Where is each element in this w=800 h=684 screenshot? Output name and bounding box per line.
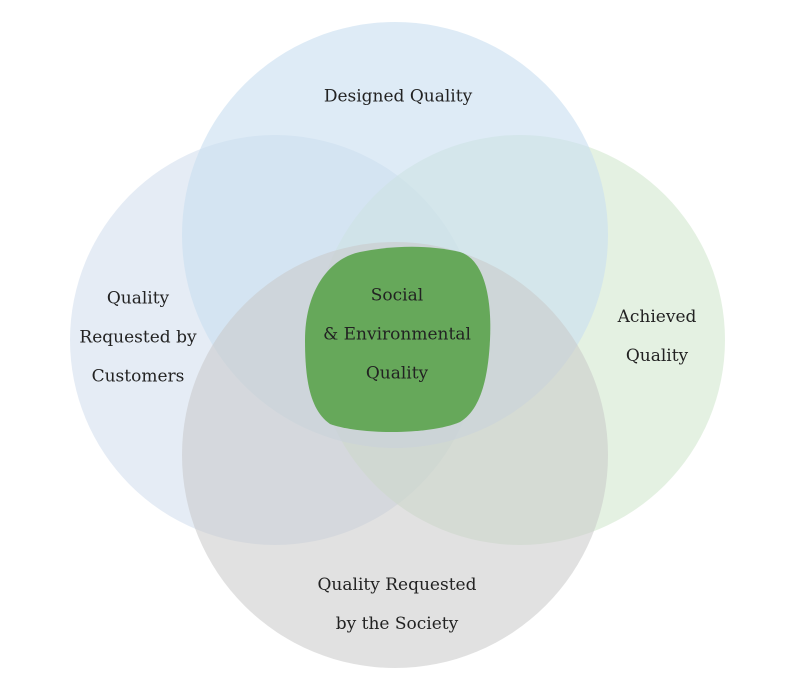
label-center-line-3: Quality: [365, 363, 429, 384]
label-achieved-quality: Achieved Quality: [618, 298, 697, 376]
label-center-quality: Social & Environmental Quality: [323, 277, 471, 394]
center-region: [305, 246, 491, 433]
label-society-line-1: Quality Requested: [317, 575, 477, 595]
label-customers-quality: Quality Requested by Customers: [79, 280, 196, 397]
label-customers-line-3: Customers: [91, 366, 185, 387]
label-designed-quality: Designed Quality: [324, 78, 472, 117]
label-designed-line-1: Designed Quality: [323, 86, 473, 107]
circle-society: [182, 242, 608, 668]
label-society-line-2: by the Society: [335, 614, 459, 634]
label-center-line-2: & Environmental: [323, 324, 471, 345]
label-customers-line-1: Quality: [106, 288, 170, 309]
label-achieved-line-2: Quality: [625, 346, 689, 366]
label-center-line-1: Social: [370, 285, 424, 306]
label-customers-line-2: Requested by: [79, 327, 197, 348]
label-achieved-line-1: Achieved: [617, 307, 697, 327]
label-society-quality: Quality Requested by the Society: [318, 566, 477, 644]
